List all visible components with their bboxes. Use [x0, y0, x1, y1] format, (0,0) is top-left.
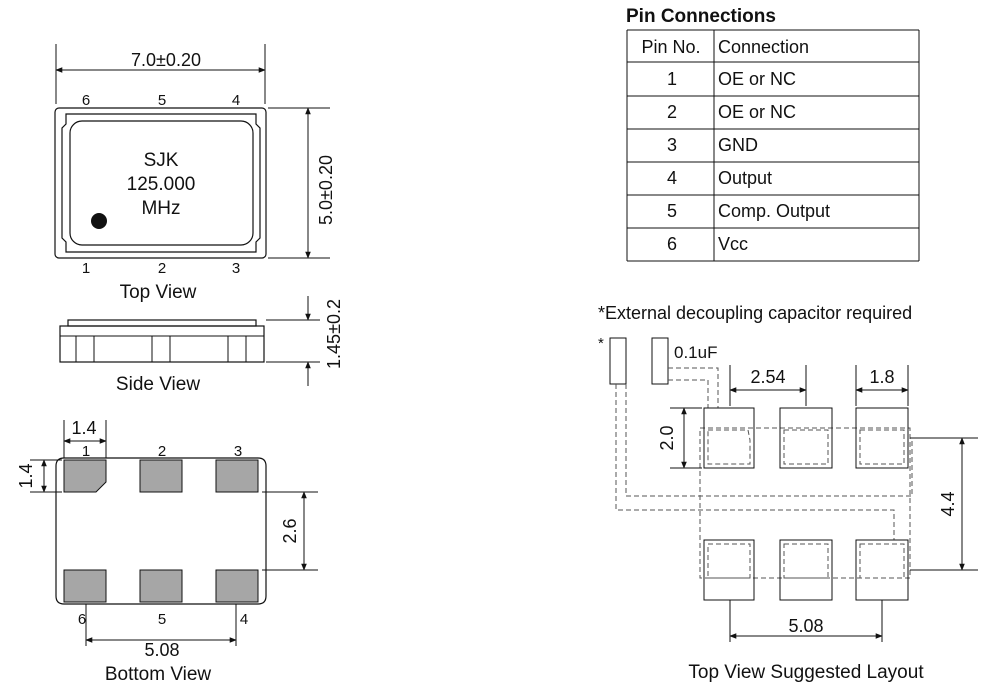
side-terminal-middle — [151, 335, 171, 363]
pin-table-row-6-pin: 6 — [667, 234, 677, 254]
bottom-row-gap-dimension: 2.6 — [280, 518, 300, 543]
pin-table-row-4-pin: 4 — [667, 168, 677, 188]
bottom-pad-3 — [215, 459, 259, 493]
layout-outer-pitch-dimension: 5.08 — [788, 616, 823, 636]
trace-vcc — [615, 384, 895, 540]
layout-pad-6 — [703, 539, 755, 601]
bottom-pin-label-2: 2 — [158, 443, 166, 460]
bottom-pitch-dimension: 5.08 — [144, 640, 179, 660]
bottom-pad-2 — [139, 459, 183, 493]
pin-table-row-3-connection: GND — [718, 135, 758, 155]
side-terminal-right — [227, 335, 247, 363]
suggested-layout: *External decoupling capacitor required … — [598, 303, 978, 683]
layout-caption: Top View Suggested Layout — [688, 662, 924, 683]
marking-line-3: MHz — [141, 198, 180, 219]
top-package-outline — [54, 107, 267, 259]
pin-table-row-2-connection: OE or NC — [718, 102, 796, 122]
layout-pad-5 — [779, 539, 833, 601]
top-pin-label-5: 5 — [158, 92, 166, 109]
top-view: 7.0±0.20 6 5 4 SJK 125.000 MHz 1 2 3 5.0… — [54, 44, 336, 303]
layout-pitch-dimension: 2.54 — [750, 367, 785, 387]
bottom-pin-label-5: 5 — [158, 611, 166, 628]
top-pin-label-4: 4 — [232, 92, 240, 109]
trace-cap-2 — [668, 379, 709, 408]
bottom-pad-1 — [63, 459, 107, 493]
layout-star: * — [598, 335, 604, 352]
top-pin-label-3: 3 — [232, 260, 240, 277]
bottom-pad-width-dimension: 1.4 — [71, 418, 96, 438]
pin-table-row-2-pin: 2 — [667, 102, 677, 122]
layout-pad-width-dimension: 1.8 — [869, 367, 894, 387]
bottom-pin-label-3: 3 — [234, 443, 242, 460]
trace-cap — [668, 367, 719, 408]
side-terminal-left — [75, 335, 95, 363]
layout-note: *External decoupling capacitor required — [598, 303, 912, 323]
side-lid — [67, 319, 257, 327]
top-lid-outer — [61, 113, 261, 253]
pin-table-row-6-connection: Vcc — [718, 234, 748, 254]
marking-line-1: SJK — [144, 150, 179, 171]
bottom-pad-height-dimension: 1.4 — [16, 463, 36, 488]
bottom-package-outline — [55, 457, 267, 605]
pin1-indicator-dot — [91, 213, 107, 229]
layout-pad-height-dimension: 2.0 — [657, 425, 677, 450]
top-width-dimension: 7.0±0.20 — [131, 50, 201, 70]
pin-table-row-3-pin: 3 — [667, 135, 677, 155]
side-view: 1.45±0.2 Side View — [59, 296, 344, 395]
pin-table-row-1-connection: OE or NC — [718, 69, 796, 89]
layout-row-span-dimension: 4.4 — [938, 491, 958, 516]
bottom-pad-4 — [215, 569, 259, 603]
bottom-pin-label-4: 4 — [240, 611, 248, 628]
bottom-pad-5 — [139, 569, 183, 603]
pin-table-header-connection: Connection — [718, 37, 809, 57]
top-lid-inner — [69, 120, 254, 246]
layout-pad-3 — [855, 407, 909, 469]
pin-table-header-pin: Pin No. — [641, 37, 700, 57]
side-height-dimension: 1.45±0.2 — [324, 299, 344, 369]
pin-connections-table: Pin Connections Pin No. Connection 1 OE … — [626, 6, 920, 262]
pin-table-title: Pin Connections — [626, 6, 776, 27]
capacitor-pad-right — [651, 337, 669, 385]
pin-table-row-5-connection: Comp. Output — [718, 201, 830, 221]
trace-gnd — [625, 384, 913, 497]
bottom-view-caption: Bottom View — [105, 664, 212, 685]
bottom-view: 1.4 1.4 1 2 3 2.6 6 5 4 5.08 Bottom View — [16, 418, 318, 685]
package-outline-overlay — [699, 427, 911, 579]
top-height-dimension: 5.0±0.20 — [316, 155, 336, 225]
bottom-pin-label-6: 6 — [78, 611, 86, 628]
capacitor-label: 0.1uF — [674, 343, 717, 362]
top-pin-label-6: 6 — [82, 92, 90, 109]
bottom-pin-label-1: 1 — [82, 443, 90, 460]
top-pin-label-2: 2 — [158, 260, 166, 277]
side-view-caption: Side View — [116, 374, 200, 395]
capacitor-pad-left — [609, 337, 627, 385]
layout-pad-2 — [779, 407, 833, 469]
pin-table-row-5-pin: 5 — [667, 201, 677, 221]
marking-line-2: 125.000 — [127, 174, 196, 195]
top-view-caption: Top View — [120, 282, 197, 303]
layout-pad-1 — [703, 407, 755, 469]
side-body — [59, 325, 265, 363]
layout-pad-4 — [855, 539, 909, 601]
bottom-pad-6 — [63, 569, 107, 603]
top-pin-label-1: 1 — [82, 260, 90, 277]
pin-table-row-1-pin: 1 — [667, 69, 677, 89]
pin-table-row-4-connection: Output — [718, 168, 772, 188]
